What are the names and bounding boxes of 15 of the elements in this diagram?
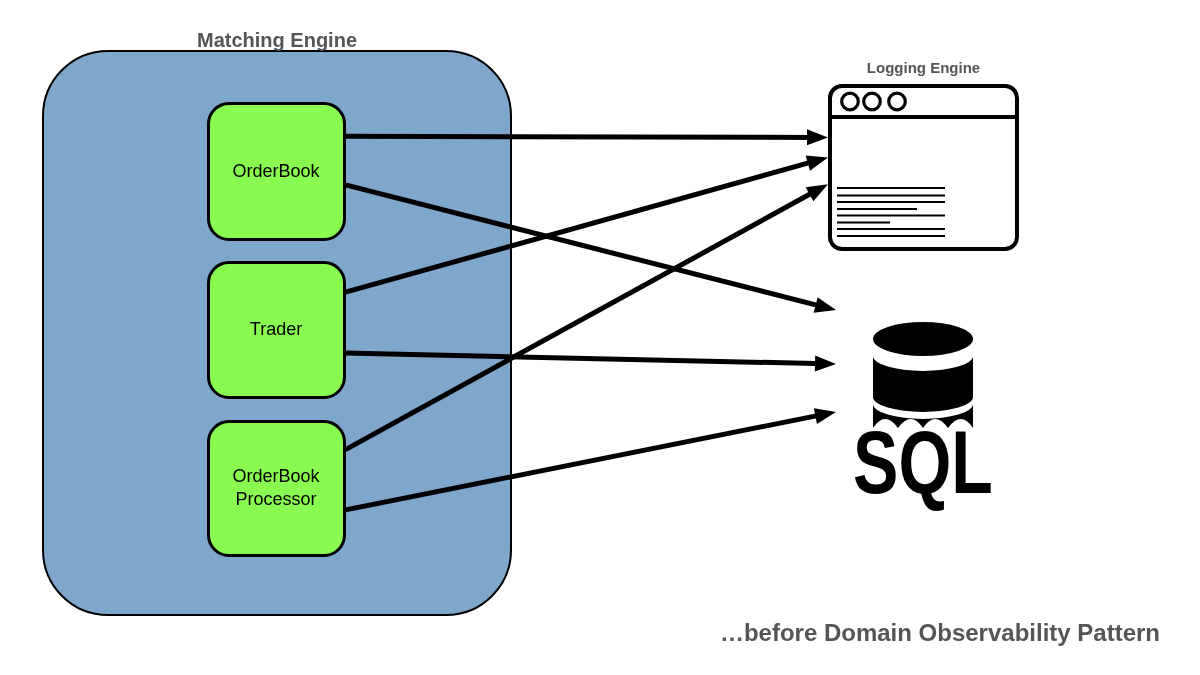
process-box [206, 260, 346, 399]
group-heading: Matching Engine [197, 28, 357, 52]
arrow [344, 182, 836, 313]
node-label: Trader [249, 318, 303, 341]
arrow [345, 129, 828, 146]
node-label: OrderBook Processor [231, 465, 321, 511]
caption: …before Domain Observability Pattern [719, 619, 1160, 647]
process-box [206, 419, 346, 557]
arrow [344, 155, 829, 295]
node-label: OrderBook [232, 159, 320, 183]
arrow [345, 408, 836, 513]
group-heading: Logging Engine [866, 59, 981, 77]
arrow [344, 184, 828, 452]
process-box [206, 101, 346, 241]
arrow [345, 350, 836, 372]
